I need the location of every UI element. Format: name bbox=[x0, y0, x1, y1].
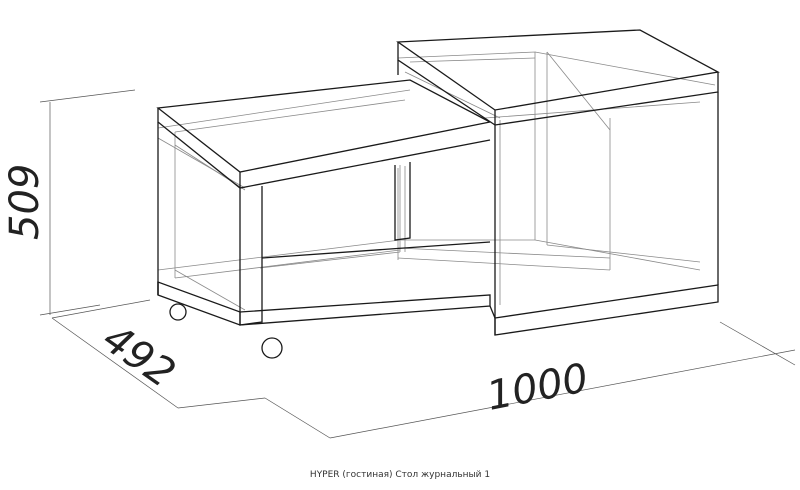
left-module-edges bbox=[156, 79, 492, 326]
right-module-hidden-lines bbox=[397, 51, 716, 305]
height-label: 509 bbox=[2, 164, 48, 240]
drawing-caption: HYPER (гостиная) Стол журнальный 1 bbox=[309, 470, 491, 480]
width-dimension bbox=[264, 321, 796, 439]
height-dimension bbox=[39, 89, 136, 316]
left-module-hidden-lines bbox=[157, 89, 411, 311]
wheel-back bbox=[169, 303, 187, 321]
depth-dimension bbox=[51, 299, 266, 409]
wheel-front bbox=[261, 337, 283, 359]
right-module-edges bbox=[396, 29, 720, 336]
width-label: 1000 bbox=[483, 355, 592, 420]
caster-wheels bbox=[169, 303, 283, 359]
depth-label: 492 bbox=[94, 316, 183, 397]
